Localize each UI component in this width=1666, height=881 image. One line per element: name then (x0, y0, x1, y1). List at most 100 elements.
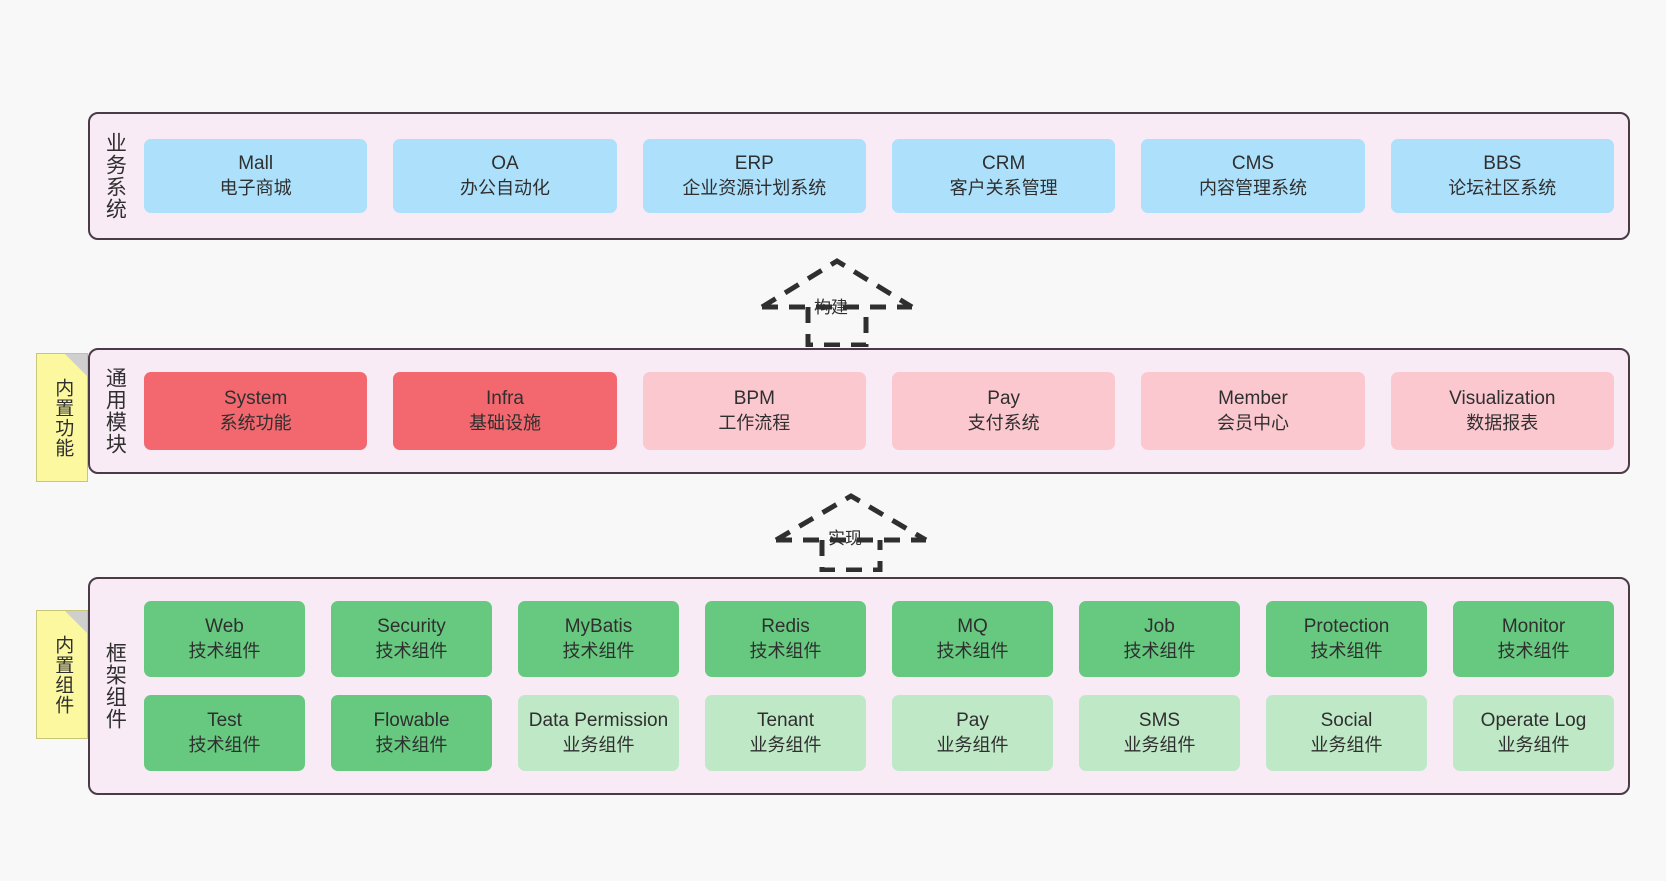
card-subtitle: 技术组件 (188, 640, 261, 661)
card-subtitle: 客户关系管理 (949, 177, 1058, 198)
card-title: Social (1320, 709, 1373, 731)
card-subtitle: 会员中心 (1216, 412, 1289, 433)
card-subtitle: 电子商城 (219, 177, 292, 198)
card-cms[interactable]: CMS 内容管理系统 (1141, 139, 1365, 213)
card-infra[interactable]: Infra 基础设施 (393, 372, 617, 450)
layer-business-system-body: Mall 电子商城 OA 办公自动化 ERP 企业资源计划系统 CRM 客户关系… (138, 114, 1628, 238)
card-subtitle: 技术组件 (1310, 640, 1383, 661)
card-subtitle: 技术组件 (562, 640, 635, 661)
card-oa[interactable]: OA 办公自动化 (393, 139, 617, 213)
layer-framework-component-label: 框架组件 (103, 642, 127, 730)
generalization-arrow-icon (774, 493, 928, 572)
card-subtitle: 技术组件 (1497, 640, 1570, 661)
card-subtitle: 业务组件 (562, 734, 635, 755)
card-system[interactable]: System 系统功能 (144, 372, 368, 450)
card-pay-business[interactable]: Pay 业务组件 (892, 695, 1053, 771)
card-member[interactable]: Member 会员中心 (1141, 372, 1365, 450)
card-subtitle: 技术组件 (188, 734, 261, 755)
connector-implement: 实现 (766, 490, 936, 572)
card-subtitle: 业务组件 (1123, 734, 1196, 755)
card-subtitle: 内容管理系统 (1198, 177, 1307, 198)
card-title: Job (1144, 615, 1175, 637)
card-sms[interactable]: SMS 业务组件 (1079, 695, 1240, 771)
card-title: Tenant (756, 709, 815, 731)
card-operate-log[interactable]: Operate Log 业务组件 (1453, 695, 1614, 771)
card-title: Operate Log (1480, 709, 1587, 731)
card-title: OA (491, 152, 519, 174)
card-title: Monitor (1501, 615, 1566, 637)
card-mall[interactable]: Mall 电子商城 (144, 139, 368, 213)
card-mybatis[interactable]: MyBatis 技术组件 (518, 601, 679, 677)
card-subtitle: 工作流程 (718, 412, 791, 433)
card-erp[interactable]: ERP 企业资源计划系统 (642, 139, 866, 213)
card-data-permission[interactable]: Data Permission 业务组件 (518, 695, 679, 771)
card-title: Protection (1303, 615, 1390, 637)
card-subtitle: 系统功能 (219, 412, 292, 433)
card-title: CMS (1231, 152, 1275, 174)
card-tenant[interactable]: Tenant 业务组件 (705, 695, 866, 771)
card-job[interactable]: Job 技术组件 (1079, 601, 1240, 677)
card-subtitle: 技术组件 (375, 640, 448, 661)
card-title: Mall (238, 152, 274, 174)
card-title: Pay (956, 709, 989, 731)
card-subtitle: 支付系统 (967, 412, 1040, 433)
card-test[interactable]: Test 技术组件 (144, 695, 305, 771)
card-title: Member (1218, 387, 1288, 409)
card-subtitle: 业务组件 (936, 734, 1009, 755)
card-title: SMS (1138, 709, 1181, 731)
business-card-row: Mall 电子商城 OA 办公自动化 ERP 企业资源计划系统 CRM 客户关系… (144, 139, 1614, 213)
framework-card-row-2: Test 技术组件 Flowable 技术组件 Data Permission … (144, 695, 1614, 771)
layer-framework-component-body: Web 技术组件 Security 技术组件 MyBatis 技术组件 Redi… (138, 579, 1628, 793)
card-title: Redis (761, 615, 810, 637)
card-subtitle: 技术组件 (749, 640, 822, 661)
card-security[interactable]: Security 技术组件 (331, 601, 492, 677)
card-subtitle: 论坛社区系统 (1448, 177, 1557, 198)
card-title: Infra (485, 387, 524, 409)
card-subtitle: 业务组件 (1497, 734, 1570, 755)
generalization-arrow-icon (760, 258, 914, 347)
card-subtitle: 企业资源计划系统 (682, 177, 827, 198)
note-builtin-function-label: 内置功能 (52, 377, 74, 458)
common-card-row: System 系统功能 Infra 基础设施 BPM 工作流程 Pay 支付系统… (144, 372, 1614, 450)
card-subtitle: 技术组件 (375, 734, 448, 755)
card-title: Test (207, 709, 242, 731)
card-title: Pay (987, 387, 1021, 409)
card-monitor[interactable]: Monitor 技术组件 (1453, 601, 1614, 677)
card-subtitle: 技术组件 (936, 640, 1009, 661)
card-title: MyBatis (564, 615, 633, 637)
card-pay[interactable]: Pay 支付系统 (891, 372, 1116, 450)
card-mq[interactable]: MQ 技术组件 (892, 601, 1053, 677)
card-subtitle: 办公自动化 (459, 177, 550, 198)
note-builtin-component-label: 内置组件 (52, 634, 74, 715)
card-flowable[interactable]: Flowable 技术组件 (331, 695, 492, 771)
card-crm[interactable]: CRM 客户关系管理 (891, 139, 1116, 213)
layer-business-system: 业务系统 Mall 电子商城 OA 办公自动化 ERP 企业资源计划系统 CRM (88, 112, 1630, 240)
card-title: Security (377, 615, 446, 637)
card-redis[interactable]: Redis 技术组件 (705, 601, 866, 677)
card-visualization[interactable]: Visualization 数据报表 (1390, 372, 1614, 450)
card-subtitle: 基础设施 (468, 412, 541, 433)
card-bbs[interactable]: BBS 论坛社区系统 (1390, 139, 1614, 213)
card-subtitle: 业务组件 (1310, 734, 1383, 755)
card-protection[interactable]: Protection 技术组件 (1266, 601, 1427, 677)
card-title: ERP (734, 152, 774, 174)
layer-common-module: 通用模块 System 系统功能 Infra 基础设施 BPM 工作流程 Pay (88, 348, 1630, 474)
connector-build-label: 构建 (814, 298, 848, 317)
layer-framework-component: 框架组件 Web 技术组件 Security 技术组件 MyBatis 技术组件… (88, 577, 1630, 795)
card-subtitle: 数据报表 (1466, 412, 1539, 433)
card-bpm[interactable]: BPM 工作流程 (642, 372, 866, 450)
card-title: BBS (1483, 152, 1522, 174)
card-subtitle: 技术组件 (1123, 640, 1196, 661)
card-web[interactable]: Web 技术组件 (144, 601, 305, 677)
connector-build: 构建 (752, 255, 922, 347)
card-title: Web (205, 615, 244, 637)
card-title: MQ (957, 615, 988, 637)
card-title: Data Permission (528, 709, 669, 731)
card-title: CRM (982, 152, 1026, 174)
layer-common-module-body: System 系统功能 Infra 基础设施 BPM 工作流程 Pay 支付系统… (138, 350, 1628, 472)
card-title: BPM (733, 387, 775, 409)
card-social[interactable]: Social 业务组件 (1266, 695, 1427, 771)
note-builtin-component: 内置组件 (36, 610, 88, 739)
connector-implement-label: 实现 (828, 529, 862, 548)
